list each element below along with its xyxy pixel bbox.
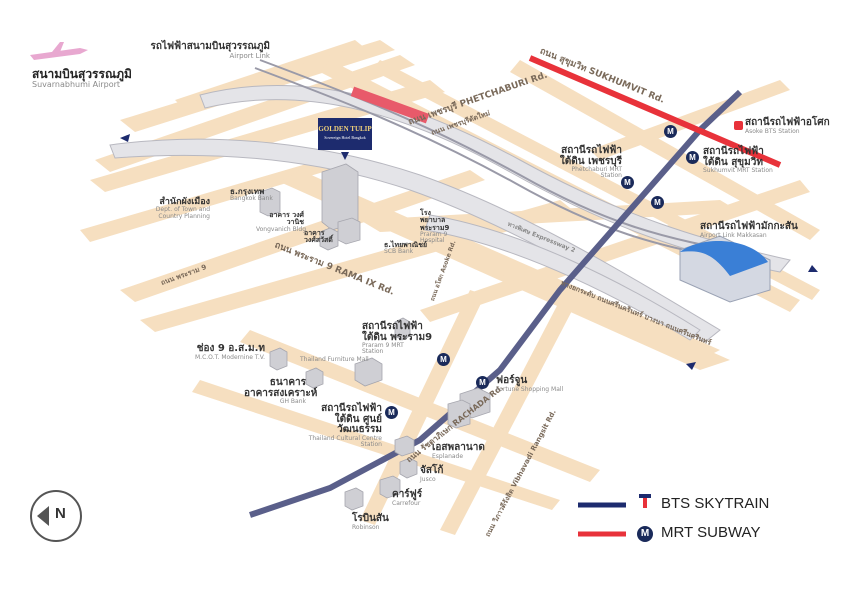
legend-mrt-icon: M (637, 526, 653, 542)
robinson-en: Robinson (352, 523, 380, 531)
airport-link-en: Airport Link (229, 51, 270, 60)
airport-en: Suvarnabhumi Airport (32, 79, 121, 89)
scb-en: SCB Bank (384, 248, 414, 256)
makkasan-station (679, 235, 771, 303)
buildings (259, 163, 491, 511)
vongvanij-th: อาคาร วงศ์วานิช (269, 211, 304, 227)
carrefour-en: Carrefour (392, 499, 421, 507)
airport-link-label: รถไฟฟ้าสนามบินสุวรรณภูมิ Airport Link (150, 41, 270, 60)
esplanade-label: เอสพลานาด Esplanade (432, 442, 485, 460)
mrt-line (249, 89, 743, 518)
mrt-marker-cultural[interactable]: M (385, 406, 398, 419)
legend-bts-icon (639, 494, 651, 508)
bts-logo-icon (734, 121, 743, 130)
sukhumvit-mrt-en: Sukhumvit MRT Station (703, 167, 773, 174)
mrt-marker-makkasan[interactable]: M (651, 196, 664, 209)
logo-name: GOLDEN TULIP (318, 125, 372, 133)
airport-label: สนามบินสุวรรณภูมิ Suvarnabhumi Airport (32, 68, 132, 89)
fortune-label: ฟอร์จูน Fortune Shopping Mall (496, 375, 564, 393)
wongsawat-label: อาคาร วงศ์สวัสดิ์ (304, 229, 334, 245)
robinson-label: โรบินสัน Robinson (352, 513, 389, 531)
vongvanij-label: อาคาร วงศ์วานิช Vongvanich Bldg (256, 211, 307, 233)
bts-line (528, 55, 782, 168)
rama9-mrt-th: สถานีรถไฟฟ้าใต้ดิน พระราม9 (362, 321, 433, 343)
vongvanij-en: Vongvanich Bldg (256, 225, 307, 233)
phetchaburi-mrt-th: สถานีรถไฟฟ้าใต้ดิน เพชรบุรี (559, 145, 622, 167)
airport-link-train (350, 86, 430, 124)
jusco-label: จัสโก้ Jusco (420, 465, 444, 483)
praram9-hospital-th: โรงพยาบาล พระราม9 (420, 209, 450, 232)
mrt-marker-rama9[interactable]: M (437, 353, 450, 366)
furniture-label: Thailand Furniture Mall (300, 356, 369, 363)
wongsawat-th: อาคาร วงศ์สวัสดิ์ (304, 229, 333, 245)
rama9-mrt-en: Praram 9 MRT Station (362, 342, 404, 356)
mrt-marker-fortune[interactable]: M (476, 376, 489, 389)
compass-label: N (55, 505, 66, 522)
scb-label: ธ.ไทยพาณิชย์ SCB Bank (384, 241, 428, 256)
makkasan-label: สถานีรถไฟฟ้ามักกะสัน Airport Link Makkas… (700, 221, 798, 239)
asoke-bts-en: Asoke BTS Station (745, 127, 800, 135)
golden-tulip-logo[interactable]: GOLDEN TULIP Sovereign Hotel Bangkok (318, 118, 372, 150)
legend-mrt-label: MRT SUBWAY (661, 524, 761, 541)
ghbank-th: ธนาคาร อาคารสงเคราะห์ (244, 377, 318, 399)
fortune-en: Fortune Shopping Mall (496, 385, 564, 393)
mrt-marker-sukhumvit-label[interactable]: M (686, 151, 699, 164)
makkasan-th: สถานีรถไฟฟ้ามักกะสัน (700, 221, 798, 232)
furniture-en: Thailand Furniture Mall (300, 356, 369, 363)
bangkok-bank-th: ธ.กรุงเทพ (230, 187, 265, 196)
makkasan-en: Airport Link Makkasan (700, 231, 767, 239)
scb-th: ธ.ไทยพาณิชย์ (384, 241, 428, 249)
cultural-mrt-th: สถานีรถไฟฟ้าใต้ดิน ศูนย์วัฒนธรรม (321, 403, 382, 435)
bangkok-bank-en: Bangkok Bank (230, 195, 273, 203)
logo-tagline: Sovereign Hotel Bangkok (324, 135, 366, 140)
airport-th: สนามบินสุวรรณภูมิ (32, 67, 132, 81)
mcot-th: ช่อง 9 อ.ส.ม.ท (196, 343, 265, 354)
rama9-mrt-label: สถานีรถไฟฟ้าใต้ดิน พระราม9 Praram 9 MRT … (362, 321, 437, 356)
mrt-marker-sukhumvit[interactable]: M (664, 125, 677, 138)
compass: N (30, 490, 82, 542)
asoke-bts-label: สถานีรถไฟฟ้าอโศก Asoke BTS Station (745, 117, 830, 135)
robinson-th: โรบินสัน (352, 513, 389, 524)
asoke-bts-th: สถานีรถไฟฟ้าอโศก (745, 117, 830, 128)
compass-arrow-icon (37, 506, 49, 526)
direction-arrows (120, 134, 818, 370)
ghbank-label: ธนาคาร อาคารสงเคราะห์ GH Bank (244, 377, 318, 405)
sukhumvit-mrt-label: สถานีรถไฟฟ้าใต้ดิน สุขุมวิท Sukhumvit MR… (703, 146, 783, 174)
bangkok-bank-label: ธ.กรุงเทพ Bangkok Bank (230, 187, 273, 203)
praram9-hospital-en: Praram 9 Hospital (420, 231, 448, 245)
dept-town-th: สำนักผังเมือง (159, 197, 210, 207)
airport-link-rail (254, 59, 761, 264)
jusco-en: Jusco (420, 475, 436, 483)
cultural-mrt-en: Thailand Cultural Centre Station (308, 434, 382, 448)
jusco-th: จัสโก้ (420, 465, 444, 476)
mcot-label: ช่อง 9 อ.ส.ม.ท M.C.O.T. Modernine T.V. (190, 343, 265, 361)
airplane-icon (30, 42, 88, 60)
phetchaburi-mrt-label: สถานีรถไฟฟ้าใต้ดิน เพชรบุรี Phetchaburi … (552, 145, 622, 180)
dept-town-en: Dept. of Town and Country Planning (155, 206, 210, 220)
fortune-th: ฟอร์จูน (496, 375, 528, 386)
airport-link-th: รถไฟฟ้าสนามบินสุวรรณภูมิ (150, 41, 270, 52)
carrefour-label: คาร์ฟูร์ Carrefour (392, 489, 423, 507)
ghbank-en: GH Bank (279, 398, 306, 405)
cultural-mrt-label: สถานีรถไฟฟ้าใต้ดิน ศูนย์วัฒนธรรม Thailan… (300, 403, 382, 448)
mrt-marker-phetchaburi[interactable]: M (621, 176, 634, 189)
phetchaburi-mrt-en: Phetchaburi MRT Station (571, 166, 622, 180)
esplanade-th: เอสพลานาด (432, 442, 485, 453)
esplanade-en: Esplanade (432, 452, 464, 460)
legend-bts-label: BTS SKYTRAIN (661, 495, 770, 512)
carrefour-th: คาร์ฟูร์ (392, 489, 423, 500)
mcot-en: M.C.O.T. Modernine T.V. (194, 353, 265, 361)
praram9-hospital-label: โรงพยาบาล พระราม9 Praram 9 Hospital (420, 209, 456, 245)
dept-town-label: สำนักผังเมือง Dept. of Town and Country … (150, 197, 210, 220)
sukhumvit-mrt-th: สถานีรถไฟฟ้าใต้ดิน สุขุมวิท (703, 146, 764, 168)
